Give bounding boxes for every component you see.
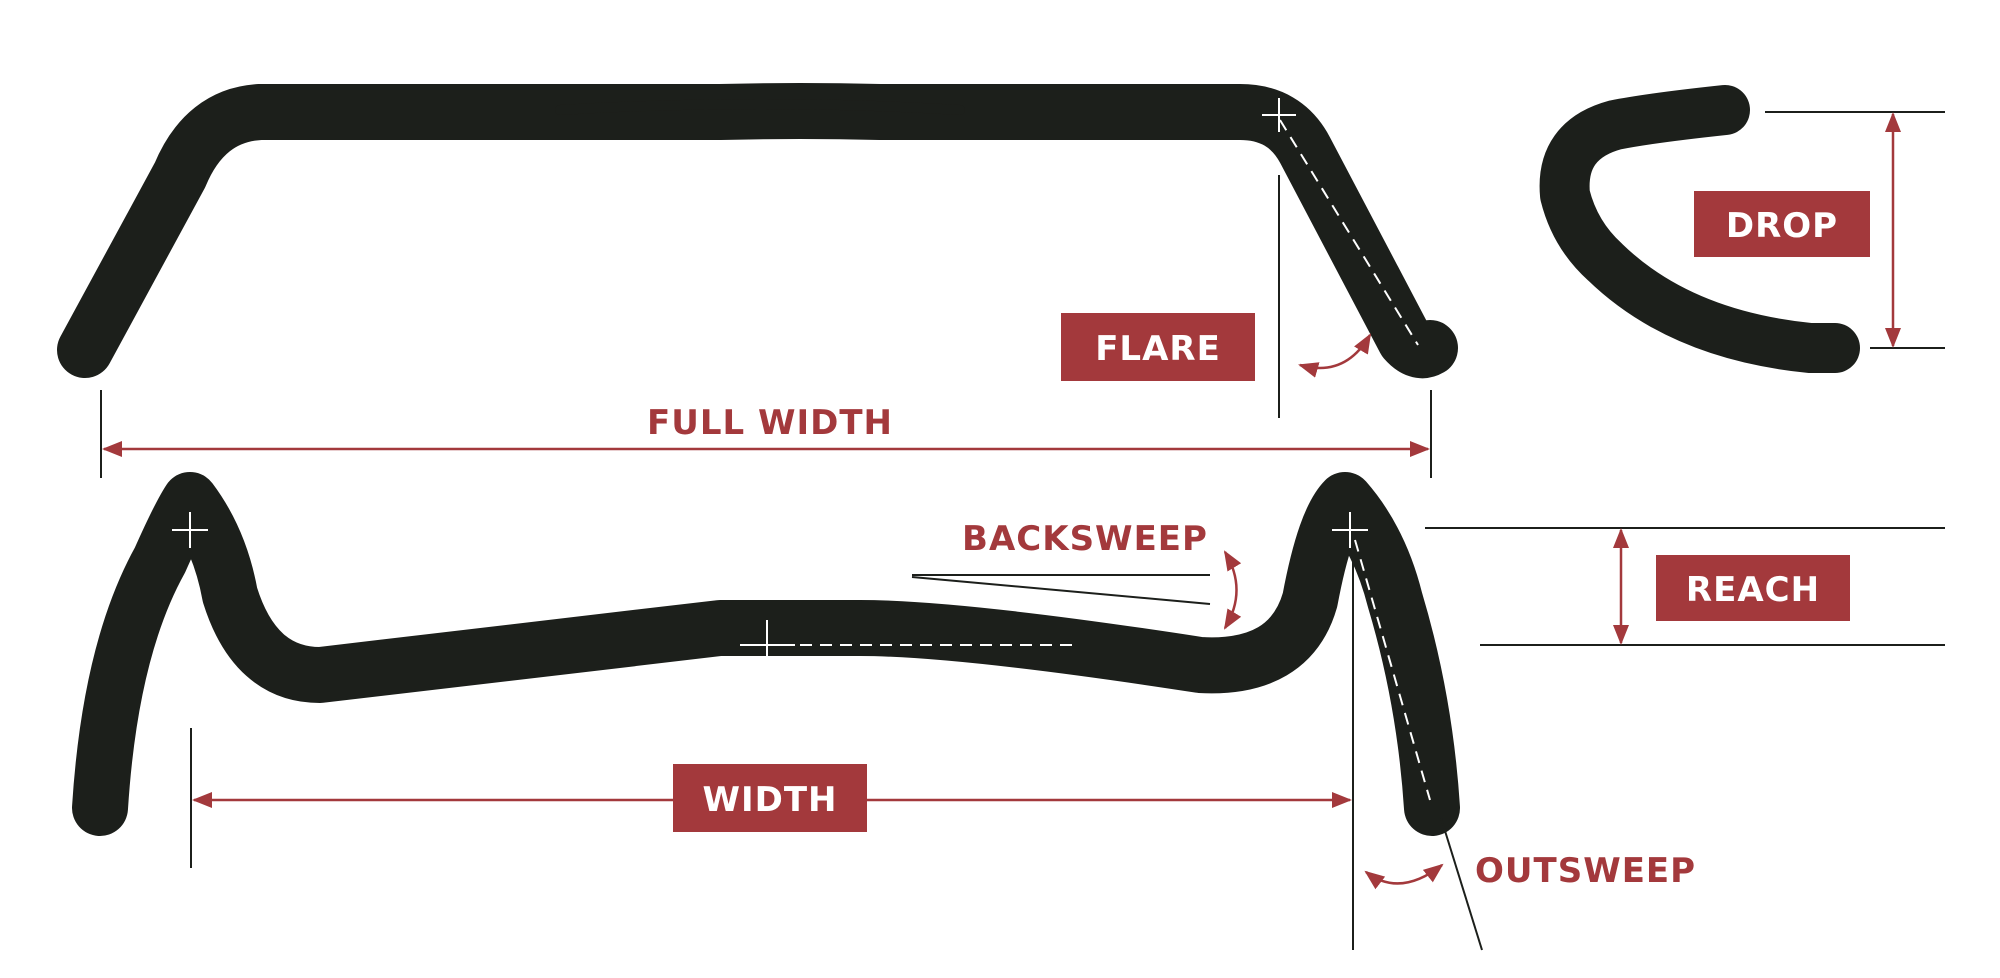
width-label: WIDTH [673,764,867,832]
backsweep-label: BACKSWEEP [962,519,1208,559]
outsweep-angle-line [1440,817,1483,951]
flare-centerline [1279,119,1419,346]
right-crosshair [1332,512,1368,548]
drop-label-text: DROP [1726,206,1838,246]
backsweep-arc-arrow [1223,550,1242,630]
outsweep-arc-arrow [1364,863,1444,890]
width-label-text: WIDTH [702,780,837,820]
flare-label: FLARE [1061,313,1255,381]
flare-crosshair [1262,98,1296,132]
drop-label: DROP [1694,191,1870,257]
reach-label-text: REACH [1686,570,1820,610]
outsweep-label: OUTSWEEP [1475,851,1696,891]
side-view-handlebar [1539,85,1860,373]
top-view-handlebar [72,472,1460,836]
stem-crosshair [740,620,795,672]
full-width-label: FULL WIDTH [647,403,893,443]
left-crosshair [172,512,208,548]
front-view-handlebar [57,83,1458,379]
backsweep-angle-line [911,576,1211,605]
flare-label-text: FLARE [1095,329,1221,369]
reach-label: REACH [1656,555,1850,621]
flare-arc-arrow [1298,333,1372,378]
reach-centerline [1354,539,1431,801]
